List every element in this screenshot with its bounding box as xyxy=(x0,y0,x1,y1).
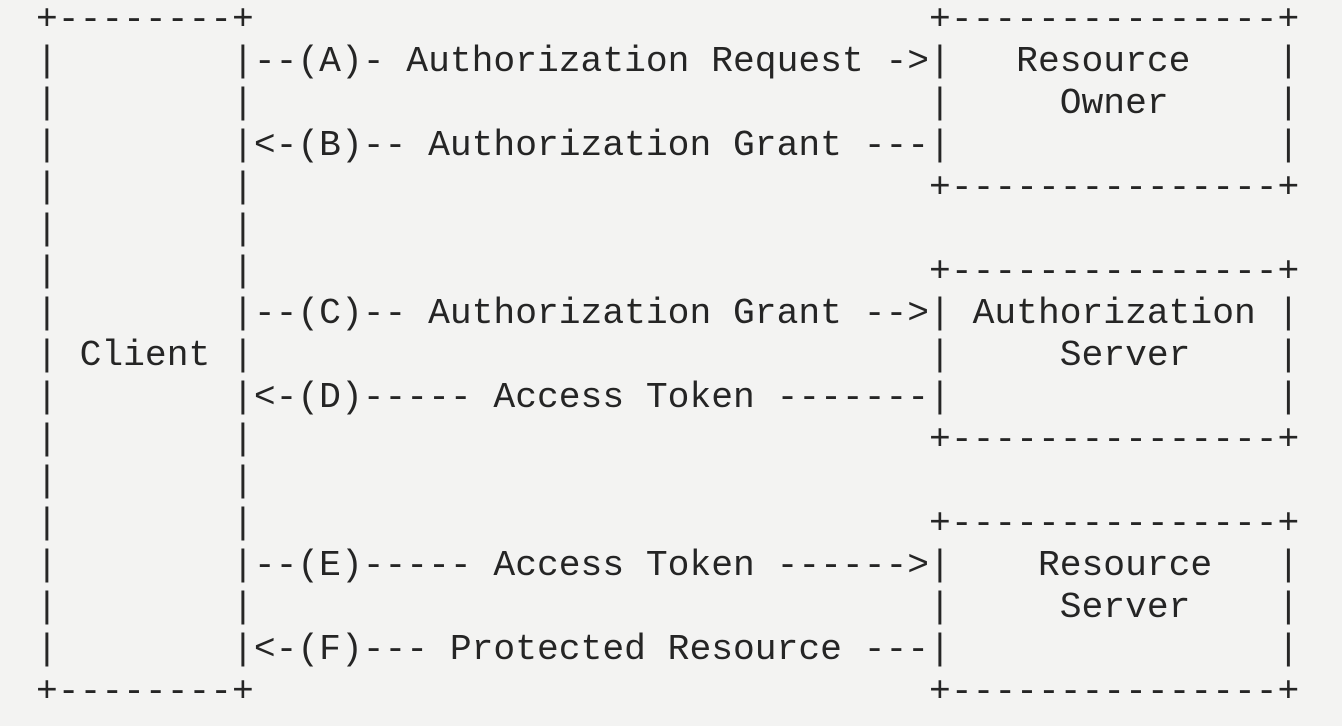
diagram-line-3: | | | Owner | xyxy=(36,83,1300,124)
diagram-line-9: | Client | | Server | xyxy=(36,335,1300,376)
diagram-line-12: | | xyxy=(36,461,254,502)
diagram-line-8: | |--(C)-- Authorization Grant -->| Auth… xyxy=(36,293,1300,334)
diagram-line-17: +--------+ +---------------+ xyxy=(36,671,1300,712)
diagram-line-1: +--------+ +---------------+ xyxy=(36,0,1300,40)
diagram-line-15: | | | Server | xyxy=(36,587,1300,628)
diagram-line-11: | | +---------------+ xyxy=(36,419,1300,460)
diagram-line-16: | |<-(F)--- Protected Resource ---| | xyxy=(36,629,1300,670)
diagram-line-5: | | +---------------+ xyxy=(36,167,1300,208)
diagram-line-2: | |--(A)- Authorization Request ->| Reso… xyxy=(36,41,1300,82)
diagram-line-7: | | +---------------+ xyxy=(36,251,1300,292)
diagram-line-4: | |<-(B)-- Authorization Grant ---| | xyxy=(36,125,1300,166)
diagram-line-14: | |--(E)----- Access Token ------>| Reso… xyxy=(36,545,1300,586)
diagram-line-13: | | +---------------+ xyxy=(36,503,1300,544)
diagram-line-10: | |<-(D)----- Access Token -------| | xyxy=(36,377,1300,418)
diagram-line-6: | | xyxy=(36,209,254,250)
ascii-diagram: +--------+ +---------------+| |--(A)- Au… xyxy=(36,0,1299,713)
